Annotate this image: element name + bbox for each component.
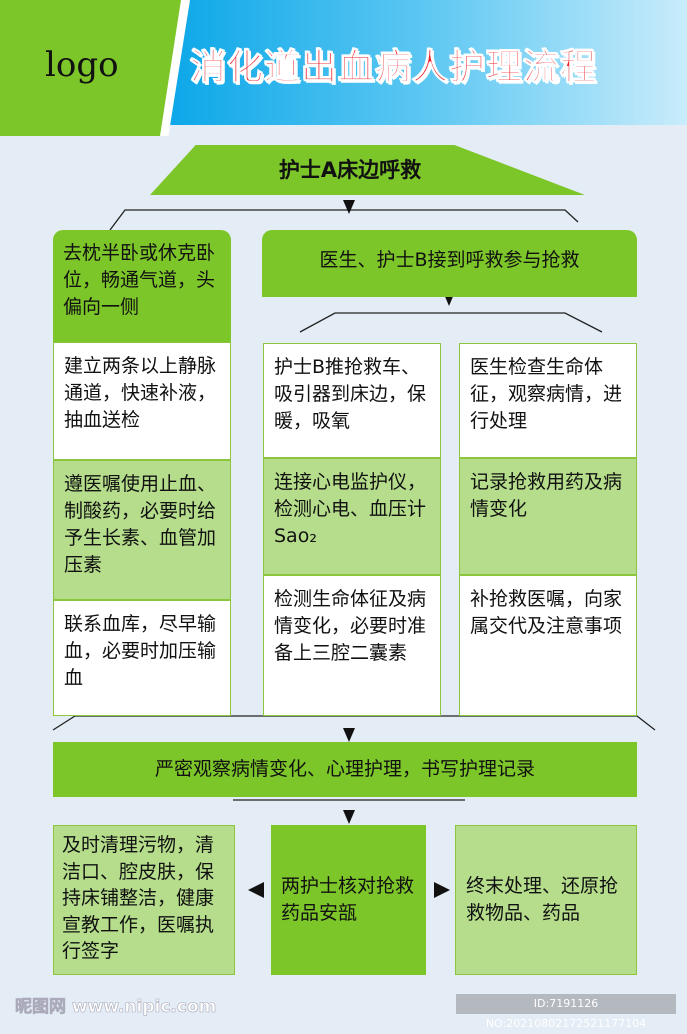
- arrow-down-icon: [343, 200, 355, 214]
- left-step-2: 建立两条以上静脉通道，快速补液，抽血送检: [53, 342, 231, 460]
- header-banner: [160, 0, 687, 125]
- right-step-3: 补抢救医嘱，向家属交代及注意事项: [459, 575, 637, 716]
- observe-step: 严密观察病情变化、心理护理，书写护理记录: [53, 742, 637, 797]
- arrow-right-icon: [434, 882, 450, 898]
- left-step-4: 联系血库，尽早输血，必要时加压输血: [53, 600, 231, 716]
- bottom-left-step: 及时清理污物，清洁口、腔皮肤，保持床铺整洁，健康宣教工作，医嘱执行签字: [53, 825, 235, 975]
- logo: logo: [45, 45, 119, 85]
- start-step: 护士A床边呼救: [278, 158, 422, 182]
- middle-step-2: 连接心电监护仪，检测心电、血压计Sao₂: [263, 458, 441, 575]
- image-id: ID:7191126 NO:20210802172521177104: [456, 994, 676, 1030]
- middle-step-1: 护士B推抢救车、吸引器到床边，保暖，吸氧: [263, 343, 441, 458]
- right-step-1: 医生检查生命体征，观察病情，进行处理: [459, 343, 637, 458]
- arrow-down-icon: [343, 728, 355, 742]
- left-step-1: 去枕半卧或休克卧位，畅通气道，头偏向一侧: [53, 230, 231, 342]
- right-step-2: 记录抢救用药及病情变化: [459, 458, 637, 575]
- right-header-step: 医生、护士B接到呼救参与抢救: [262, 230, 637, 297]
- bottom-center-step: 两护士核对抢救药品安瓿: [271, 825, 426, 975]
- arrow-left-icon: [248, 882, 264, 898]
- page-title: 消化道出血病人护理流程: [189, 47, 598, 89]
- left-step-3: 遵医嘱使用止血、制酸药，必要时给予生长素、血管加压素: [53, 460, 231, 600]
- bottom-right-step: 终末处理、还原抢救物品、药品: [455, 825, 637, 975]
- middle-step-3: 检测生命体征及病情变化，必要时准备上三腔二囊素: [263, 575, 441, 716]
- arrow-down-icon: [343, 810, 355, 824]
- watermark: 昵图网 www.nipic.com: [15, 997, 217, 1018]
- logo-panel: [0, 0, 190, 136]
